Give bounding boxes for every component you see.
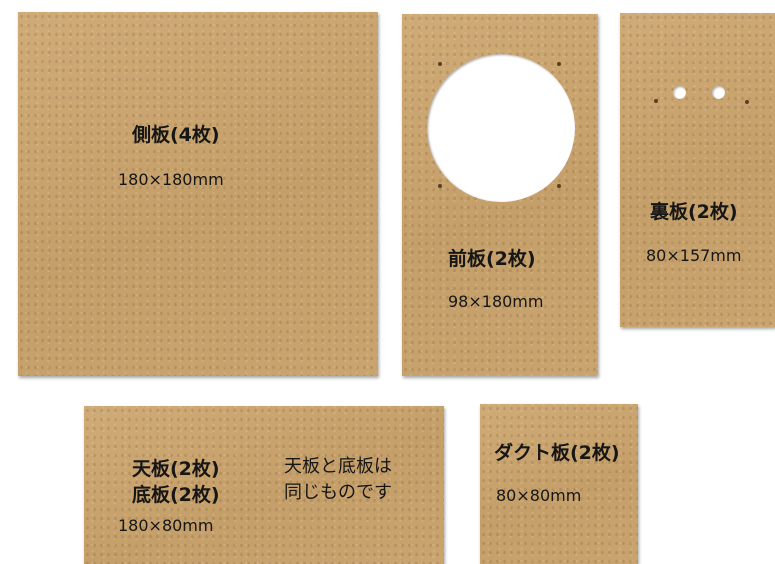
front-panel-name: 前板(2枚)	[448, 248, 536, 270]
back-panel-board: 裏板(2枚) 80×157mm	[620, 13, 775, 327]
duct-panel-name: ダクト板(2枚)	[494, 442, 620, 464]
screw-hole-top-right	[557, 62, 561, 66]
top-bottom-panel-board: 天板(2枚) 底板(2枚) 180×80mm 天板と底板は 同じものです	[84, 406, 444, 564]
side-panel-name: 側板(4枚)	[132, 124, 220, 146]
terminal-hole-left	[673, 86, 686, 99]
screw-hole-top-left	[438, 62, 442, 66]
top-panel-name: 天板(2枚)	[132, 458, 220, 480]
note-line-2: 同じものです	[284, 482, 392, 503]
screw-hole-right	[745, 100, 749, 104]
back-panel-name: 裏板(2枚)	[650, 201, 738, 223]
note-line-1: 天板と底板は	[284, 456, 392, 477]
duct-panel-board: ダクト板(2枚) 80×80mm	[480, 404, 638, 564]
back-panel-dimensions: 80×157mm	[646, 246, 742, 265]
front-panel-board: 前板(2枚) 98×180mm	[402, 14, 598, 376]
front-panel-dimensions: 98×180mm	[448, 292, 544, 311]
screw-hole-bottom-right	[557, 184, 561, 188]
side-panel-board: 側板(4枚) 180×180mm	[18, 12, 378, 376]
duct-panel-dimensions: 80×80mm	[496, 486, 582, 505]
screw-hole-bottom-left	[438, 184, 442, 188]
screw-hole-left	[654, 99, 658, 103]
bottom-panel-name: 底板(2枚)	[132, 484, 220, 506]
speaker-hole	[427, 54, 575, 202]
terminal-hole-right	[712, 86, 725, 99]
top-bottom-panel-dimensions: 180×80mm	[118, 516, 214, 535]
side-panel-dimensions: 180×180mm	[118, 170, 224, 189]
